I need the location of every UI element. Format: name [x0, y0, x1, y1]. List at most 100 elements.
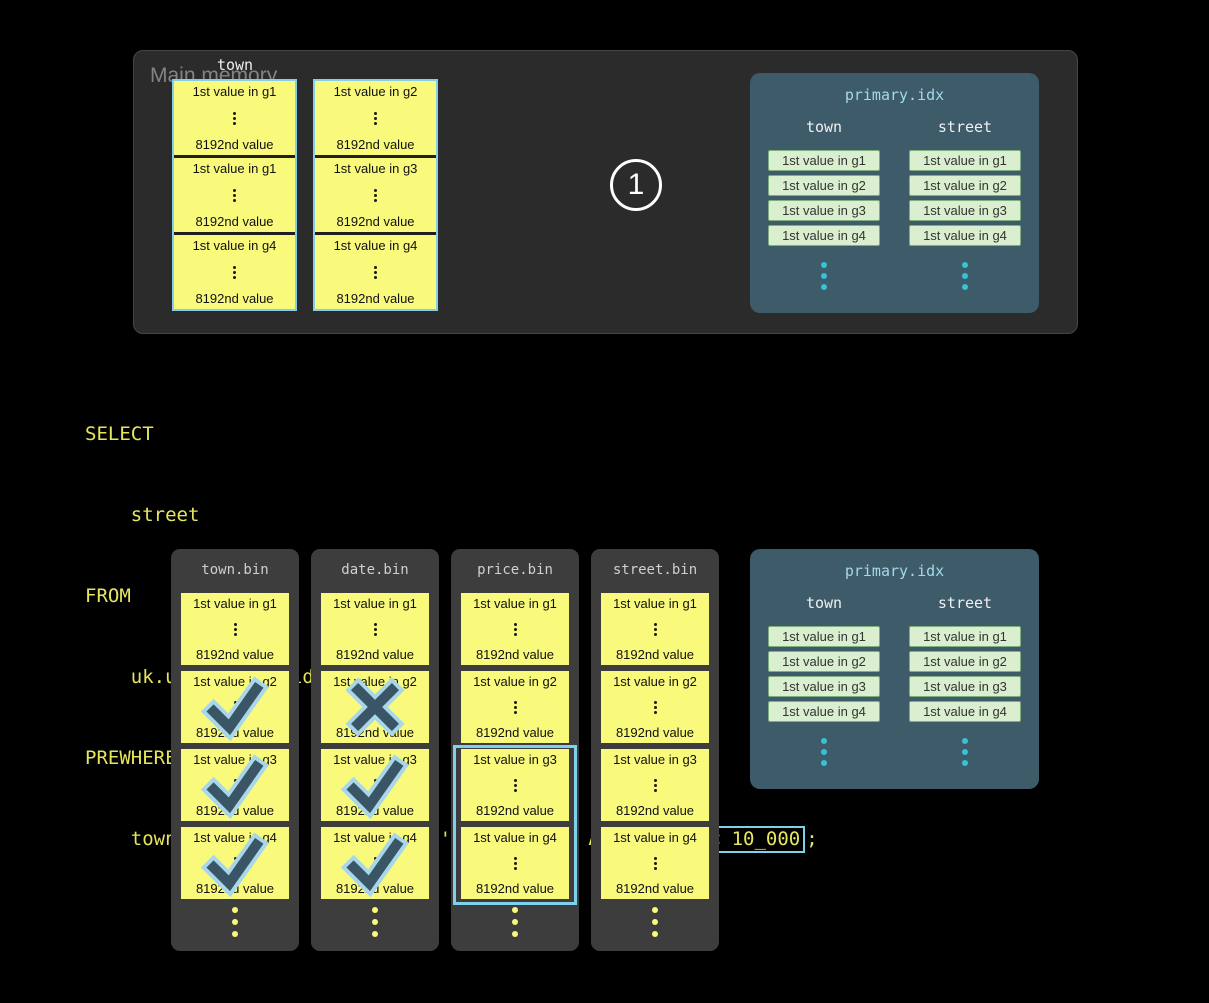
granule: 1st value in g2 8192nd value: [321, 671, 429, 743]
granule: 1st value in g4 8192nd value: [174, 235, 295, 309]
bin-title: town.bin: [201, 562, 269, 578]
granule: 1st value in g1 8192nd value: [181, 593, 289, 665]
granule-first-value: 1st value in g4: [473, 830, 557, 845]
index-column-header: town: [805, 594, 843, 612]
index-column-header: street: [937, 118, 993, 136]
granule: 1st value in g4 8192nd value: [315, 235, 436, 309]
vertical-ellipsis-icon: [821, 738, 827, 744]
vertical-ellipsis-icon: [652, 907, 658, 913]
index-column-header: town: [805, 118, 843, 136]
index-entry: 1st value in g1: [909, 626, 1021, 647]
granule-last-value: 8192nd value: [475, 647, 555, 662]
check-icon: [200, 676, 269, 742]
granule-first-value: 1st value in g4: [192, 238, 277, 253]
granule-last-value: 8192nd value: [615, 647, 695, 662]
granule-last-value: 8192nd value: [336, 291, 415, 306]
vertical-ellipsis-icon: [233, 265, 236, 269]
primary-index-panel-top: primary.idx town 1st value in g1 1st val…: [750, 73, 1039, 313]
cross-icon: [345, 677, 405, 737]
granule-first-value: 1st value in g1: [473, 596, 557, 611]
granule-first-value: 1st value in g1: [613, 596, 697, 611]
primary-index-title: primary.idx: [844, 86, 945, 104]
vertical-ellipsis-icon: [233, 111, 236, 115]
memory-column-label-town: town: [216, 56, 254, 74]
vertical-ellipsis-icon: [653, 622, 657, 626]
granule-first-value: 1st value in g3: [333, 161, 418, 176]
sql-line-from: FROM: [85, 585, 131, 607]
vertical-ellipsis-icon: [233, 700, 237, 704]
check-icon: [200, 832, 269, 898]
primary-index-panel-bottom: primary.idx town 1st value in g1 1st val…: [750, 549, 1039, 789]
index-column-town: town 1st value in g1 1st value in g2 1st…: [768, 118, 880, 268]
bin-title: price.bin: [477, 562, 553, 578]
granule-first-value: 1st value in g3: [473, 752, 557, 767]
granule-first-value: 1st value in g1: [193, 596, 277, 611]
index-entry: 1st value in g1: [909, 150, 1021, 171]
index-entry: 1st value in g2: [768, 175, 880, 196]
index-entry: 1st value in g3: [768, 676, 880, 697]
sql-line-prewhere: PREWHERE: [85, 747, 177, 769]
index-entry: 1st value in g3: [909, 200, 1021, 221]
granule: 1st value in g2 8192nd value: [601, 671, 709, 743]
index-entry: 1st value in g4: [768, 701, 880, 722]
index-entry: 1st value in g2: [768, 651, 880, 672]
vertical-ellipsis-icon: [513, 856, 517, 860]
granule-last-value: 8192nd value: [475, 881, 555, 896]
check-icon: [340, 754, 409, 820]
index-entry: 1st value in g4: [909, 225, 1021, 246]
check-icon: [200, 754, 269, 820]
granule-last-value: 8192nd value: [195, 647, 275, 662]
index-entry: 1st value in g4: [768, 225, 880, 246]
bin-panel-date: date.bin 1st value in g1 8192nd value 1s…: [311, 549, 439, 951]
sql-line-street: street: [85, 504, 200, 526]
vertical-ellipsis-icon: [374, 111, 377, 115]
granule-first-value: 1st value in g4: [613, 830, 697, 845]
index-column-header: street: [937, 594, 993, 612]
granule-first-value: 1st value in g4: [333, 238, 418, 253]
index-entry: 1st value in g2: [909, 175, 1021, 196]
primary-index-columns: town 1st value in g1 1st value in g2 1st…: [750, 118, 1039, 268]
vertical-ellipsis-icon: [513, 700, 517, 704]
vertical-ellipsis-icon: [373, 856, 377, 860]
vertical-ellipsis-icon: [233, 778, 237, 782]
index-entry: 1st value in g3: [768, 200, 880, 221]
granule-first-value: 1st value in g3: [613, 752, 697, 767]
bin-panel-street: street.bin 1st value in g1 8192nd value …: [591, 549, 719, 951]
granule-last-value: 8192nd value: [615, 881, 695, 896]
vertical-ellipsis-icon: [653, 856, 657, 860]
granule-first-value: 1st value in g2: [613, 674, 697, 689]
granule: 1st value in g1 8192nd value: [321, 593, 429, 665]
vertical-ellipsis-icon: [373, 622, 377, 626]
vertical-ellipsis-icon: [512, 907, 518, 913]
vertical-ellipsis-icon: [962, 262, 968, 268]
index-entry: 1st value in g1: [768, 626, 880, 647]
sql-line-select: SELECT: [85, 423, 154, 445]
granule: 1st value in g4 8192nd value: [321, 827, 429, 899]
vertical-ellipsis-icon: [374, 265, 377, 269]
granule: 1st value in g2 8192nd value: [461, 671, 569, 743]
bin-granule-list: 1st value in g1 8192nd value 1st value i…: [461, 593, 569, 899]
vertical-ellipsis-icon: [653, 700, 657, 704]
granule-last-value: 8192nd value: [615, 803, 695, 818]
granule-last-value: 8192nd value: [336, 214, 415, 229]
granule-last-value: 8192nd value: [615, 725, 695, 740]
granule: 1st value in g4 8192nd value: [181, 827, 289, 899]
granule: 1st value in g3 8192nd value: [315, 158, 436, 232]
index-column-street: street 1st value in g1 1st value in g2 1…: [909, 594, 1021, 744]
vertical-ellipsis-icon: [233, 188, 236, 192]
granule: 1st value in g2 8192nd value: [315, 81, 436, 155]
granule-first-value: 1st value in g1: [192, 84, 277, 99]
granule: 1st value in g1 8192nd value: [174, 158, 295, 232]
granule: 1st value in g4 8192nd value: [461, 827, 569, 899]
vertical-ellipsis-icon: [821, 262, 827, 268]
memory-granule-stack-1: 1st value in g1 8192nd value 1st value i…: [172, 79, 297, 311]
vertical-ellipsis-icon: [233, 622, 237, 626]
vertical-ellipsis-icon: [373, 778, 377, 782]
granule: 1st value in g3 8192nd value: [181, 749, 289, 821]
granule-first-value: 1st value in g1: [192, 161, 277, 176]
sql-semicolon: ;: [806, 828, 818, 850]
granule-last-value: 8192nd value: [475, 803, 555, 818]
step-1-badge: 1: [610, 159, 662, 211]
vertical-ellipsis-icon: [513, 622, 517, 626]
granule: 1st value in g3 8192nd value: [601, 749, 709, 821]
